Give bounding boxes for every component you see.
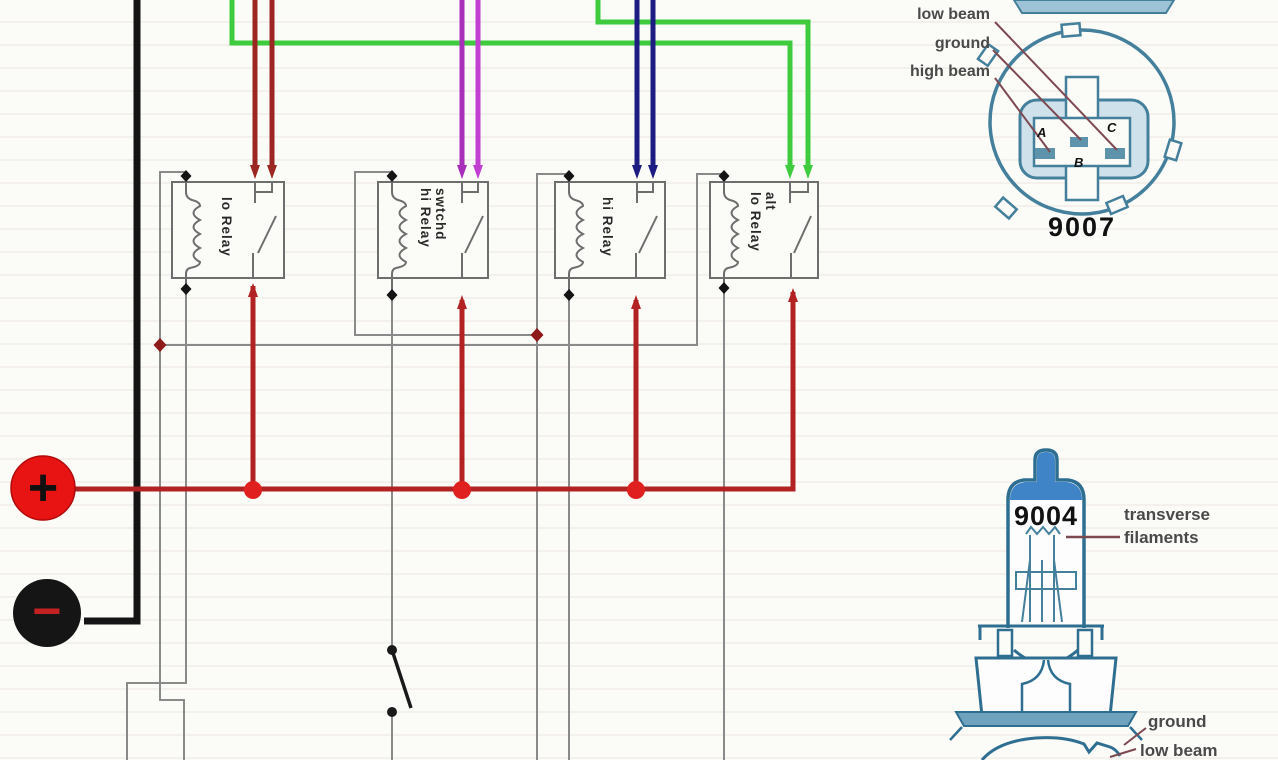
relay-alt-lo-label: alt lo Relay	[748, 192, 778, 252]
trigger-junction-dots	[153, 328, 544, 352]
feed-wires	[252, 0, 656, 170]
label-transverse-filaments: transverse filaments	[1124, 505, 1211, 547]
relay-swtchd-hi-coil	[391, 172, 409, 296]
pin-c-slot	[1105, 148, 1125, 159]
pin-leader-lines	[992, 21, 1118, 153]
part-number-9004: 9004	[1013, 501, 1079, 531]
label-socket-low-beam: low beam	[1140, 741, 1218, 760]
wire-relay1-coil-top	[159, 171, 186, 760]
bulb-filaments	[1015, 525, 1077, 623]
wire-relay2-coil-top	[354, 171, 537, 336]
battery-negative-symbol: −	[32, 583, 62, 639]
wire-green-1	[229, 0, 793, 170]
coil-terminal-dots	[180, 170, 730, 301]
battery-negative-terminal	[13, 579, 81, 647]
bus-junctions	[244, 481, 645, 499]
bulb-base	[974, 624, 1118, 718]
connector-9007-drawing	[976, 21, 1183, 221]
socket-9004-drawing	[980, 727, 1147, 760]
relay-alt-lo	[709, 172, 819, 289]
wire-lo-to-altlo	[160, 173, 724, 346]
relay-lo	[171, 172, 285, 290]
wire-hi-junction	[536, 173, 569, 760]
relay-swtchd-hi-label: swtchd hi Relay	[418, 188, 448, 248]
bus-arrowheads	[248, 283, 798, 309]
pin-a-label: A	[1037, 125, 1047, 140]
relay-hi-switch	[635, 182, 658, 278]
dimmer-switch	[387, 645, 413, 717]
bulb-blue-cap	[1010, 452, 1082, 500]
relay-hi-label: hi Relay	[600, 197, 615, 257]
feed-arrowheads	[250, 165, 813, 179]
relay-hi-coil	[568, 172, 586, 296]
pin-b-label: B	[1074, 155, 1084, 170]
relay-alt-lo-coil	[723, 172, 741, 289]
pin-a-slot	[1035, 148, 1055, 159]
pin-b-slot	[1070, 137, 1088, 147]
power-bus	[75, 286, 796, 492]
bulb-flange	[954, 711, 1138, 727]
wire-ground-black	[84, 0, 141, 625]
battery-positive-terminal	[10, 455, 76, 521]
part-number-9007: 9007	[1047, 212, 1117, 242]
relay-alt-lo-switch	[789, 182, 812, 278]
label-high-beam: high beam	[909, 63, 990, 80]
bus-main	[75, 292, 796, 492]
relay-lo-coil	[185, 172, 203, 290]
wire-green-2	[595, 0, 811, 170]
relay-lo-switch	[252, 182, 277, 278]
relay-swtchd-hi-switch	[461, 182, 484, 278]
pin-c-label: C	[1107, 120, 1117, 135]
battery-positive-symbol: +	[27, 459, 59, 517]
label-low-beam: low beam	[917, 6, 990, 23]
label-socket-ground: ground	[1148, 712, 1207, 731]
label-ground: ground	[934, 35, 990, 52]
relay-swtchd-hi	[377, 172, 489, 296]
relay-hi	[554, 172, 666, 296]
relay-lo-label: lo Relay	[219, 197, 234, 257]
top-bulb-flange	[1012, 0, 1176, 14]
bulb-9004-drawing	[949, 448, 1143, 741]
green-wires	[229, 0, 811, 170]
